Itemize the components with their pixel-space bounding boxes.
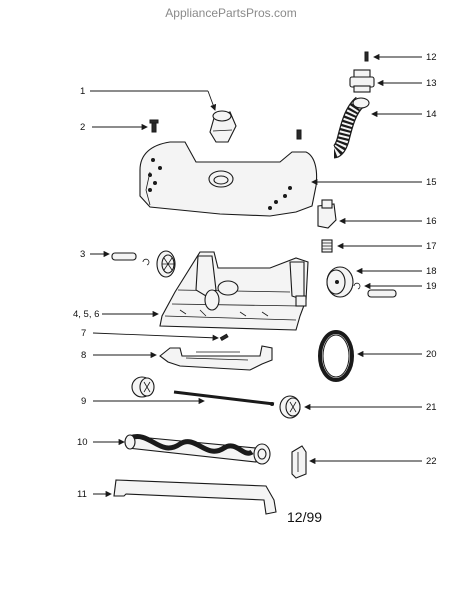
part-14-hose xyxy=(332,96,370,159)
part-16-adapter xyxy=(317,199,337,229)
hood-screw xyxy=(296,129,302,140)
leader-lines xyxy=(90,53,422,498)
part-15-hood xyxy=(139,141,318,217)
callout-2: 2 xyxy=(80,122,85,133)
callout-17: 17 xyxy=(426,241,437,252)
callout-13: 13 xyxy=(426,78,437,89)
part-11-bumper xyxy=(113,479,277,515)
callout-7: 7 xyxy=(81,328,86,339)
part-8-plate xyxy=(159,345,273,371)
clip-right xyxy=(353,282,361,290)
part-19-pin xyxy=(367,289,397,298)
callout-19: 19 xyxy=(426,281,437,292)
callout-22: 22 xyxy=(426,456,437,467)
part-21-endcap xyxy=(279,395,301,419)
callout-12: 12 xyxy=(426,52,437,63)
callout-8: 8 xyxy=(81,350,86,361)
clip-left xyxy=(142,258,150,266)
part-1-elbow xyxy=(209,110,237,143)
part-4-5-6-base xyxy=(159,251,309,331)
part-17-spring xyxy=(321,239,333,253)
callout-21: 21 xyxy=(426,402,437,413)
part-18-wheel xyxy=(326,266,354,298)
part-9-shaft xyxy=(173,390,275,406)
wheel-left xyxy=(156,250,176,278)
watermark: AppliancePartsPros.com xyxy=(165,6,296,20)
part-3-pin xyxy=(111,252,137,261)
callout-14: 14 xyxy=(426,109,437,120)
part-22-clip xyxy=(291,445,307,479)
callout-4-5-6: 4, 5, 6 xyxy=(73,309,99,320)
part-20-belt xyxy=(318,330,354,382)
part-2-screw xyxy=(149,119,159,133)
callout-3: 3 xyxy=(80,249,85,260)
callout-9: 9 xyxy=(81,396,86,407)
date-code: 12/99 xyxy=(287,509,322,525)
part-7-screw xyxy=(219,333,229,342)
endcap-left xyxy=(131,376,155,398)
callout-18: 18 xyxy=(426,266,437,277)
callout-16: 16 xyxy=(426,216,437,227)
part-10-brushroll xyxy=(124,434,271,465)
callout-20: 20 xyxy=(426,349,437,360)
callout-10: 10 xyxy=(77,437,88,448)
part-12-screw xyxy=(364,51,369,62)
callout-15: 15 xyxy=(426,177,437,188)
callout-labels: 1 2 3 4, 5, 6 7 8 9 10 11 12 13 14 15 16… xyxy=(73,52,437,500)
callout-11: 11 xyxy=(77,489,87,500)
part-13-fitting xyxy=(349,69,375,93)
callout-1: 1 xyxy=(80,86,85,97)
